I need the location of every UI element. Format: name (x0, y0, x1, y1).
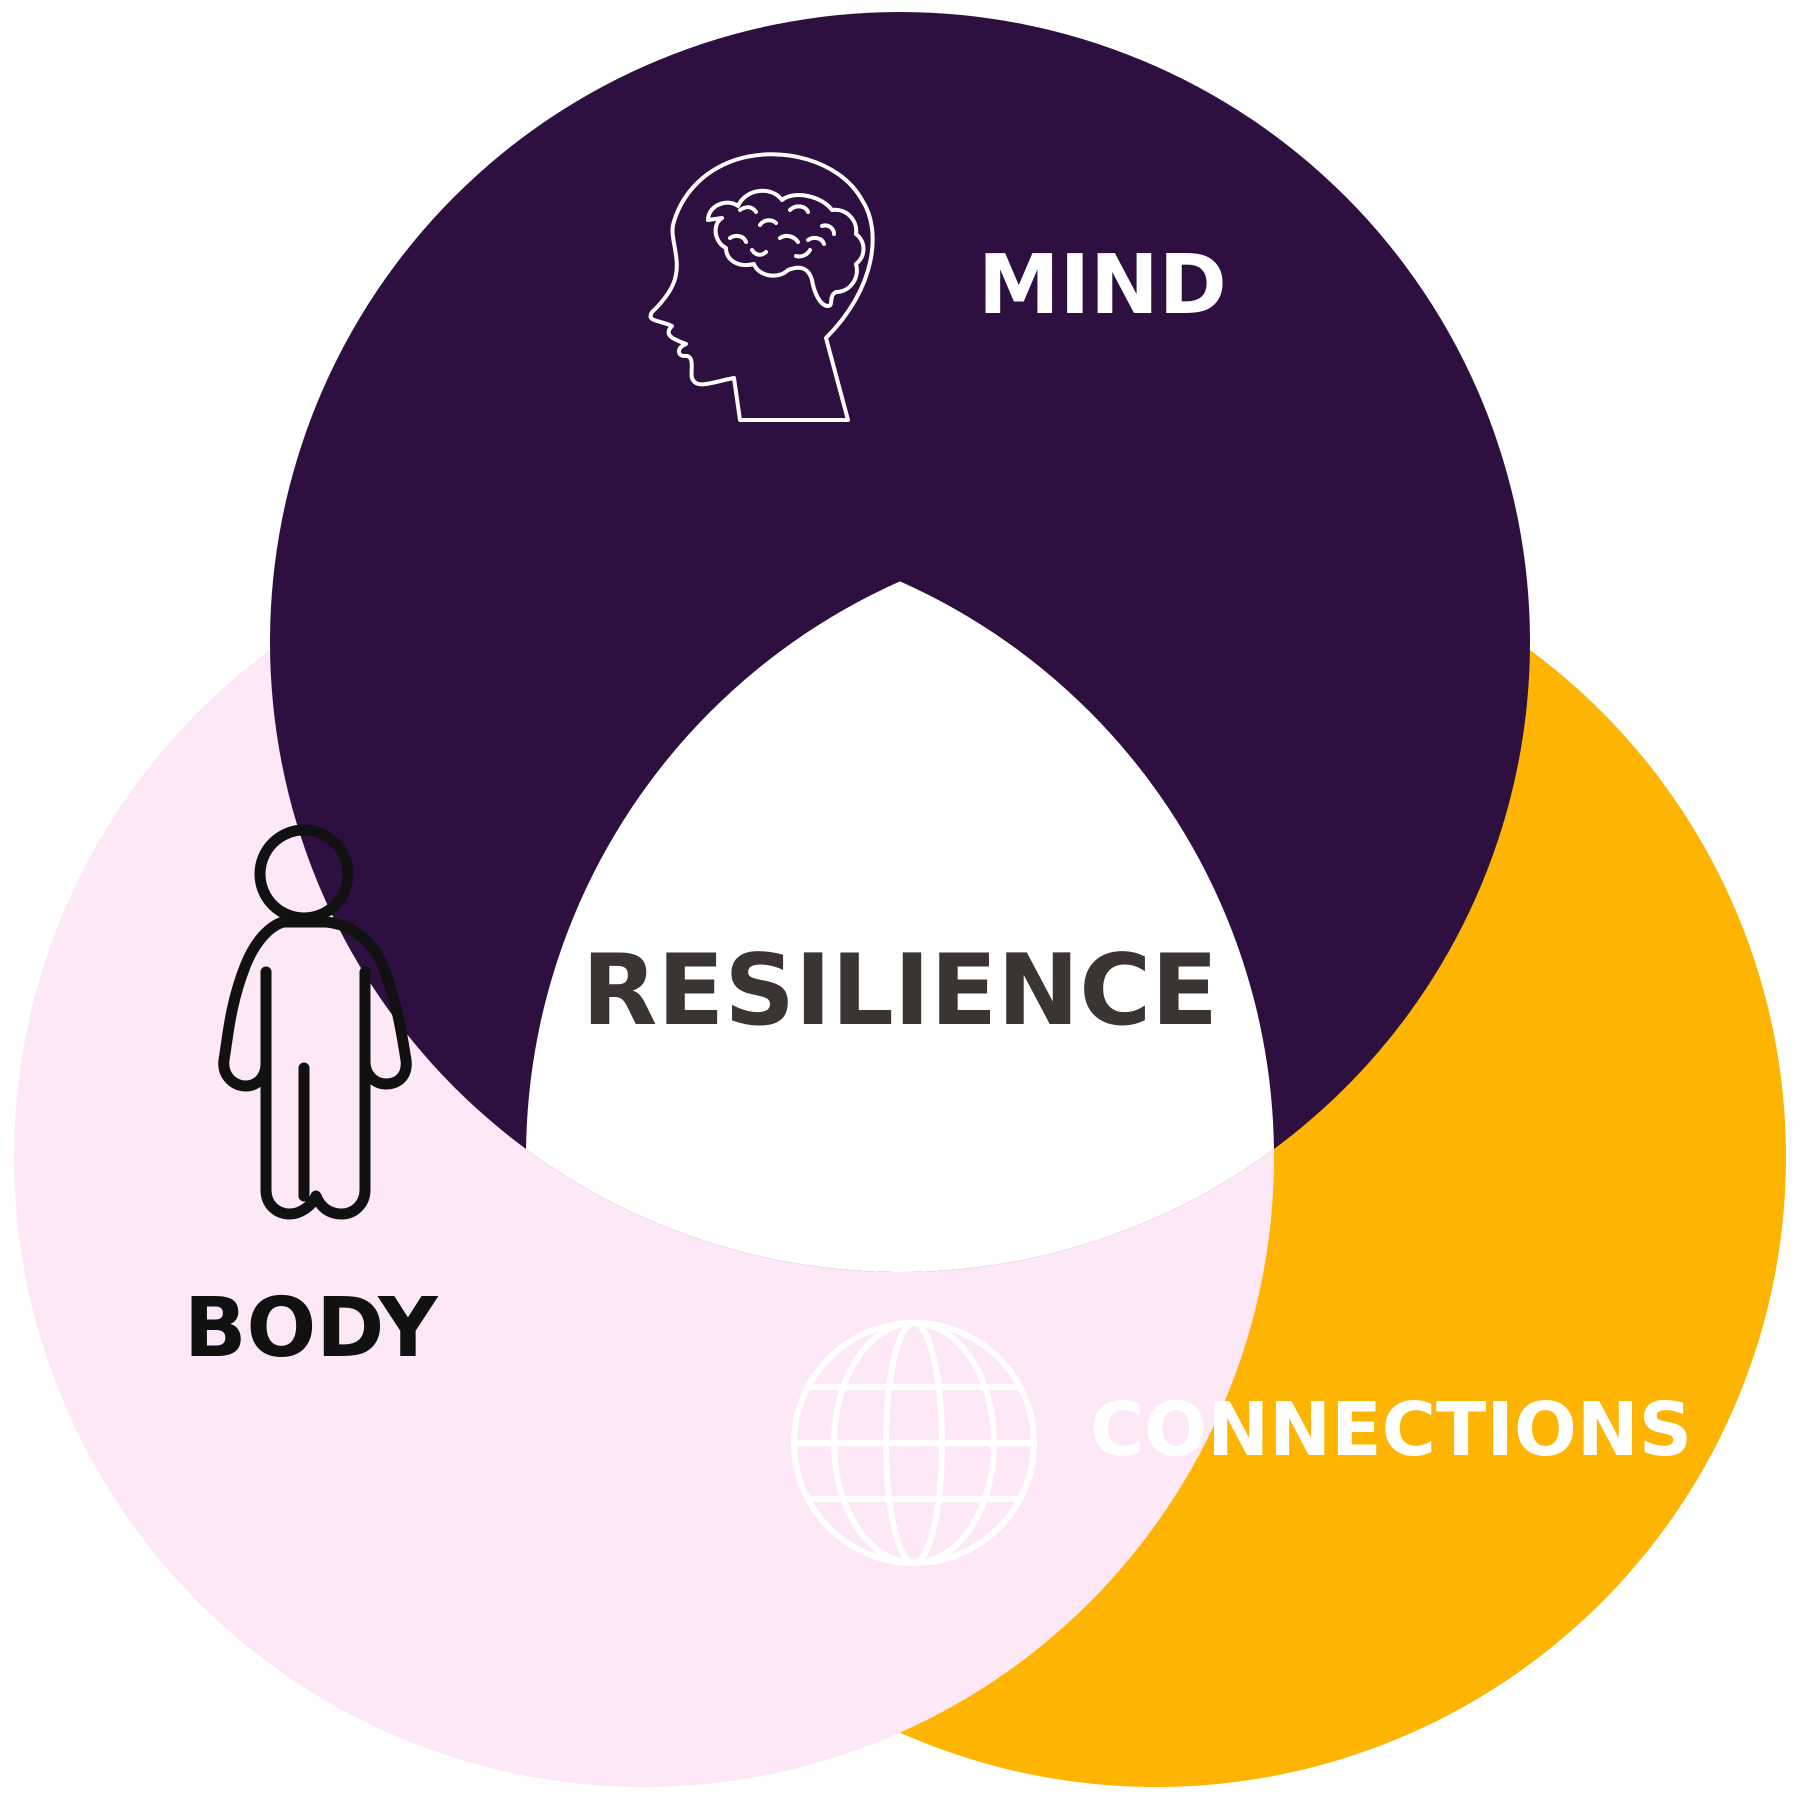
globe-icon (791, 1320, 1037, 1566)
head-brain-icon (648, 152, 875, 422)
connections-label: CONNECTIONS (1090, 1387, 1692, 1473)
resilience-label: RESILIENCE (582, 934, 1218, 1048)
mind-label: MIND (978, 238, 1227, 333)
person-icon (218, 824, 412, 1220)
resilience-center-region (526, 527, 1274, 1272)
body-label: BODY (184, 1281, 439, 1376)
